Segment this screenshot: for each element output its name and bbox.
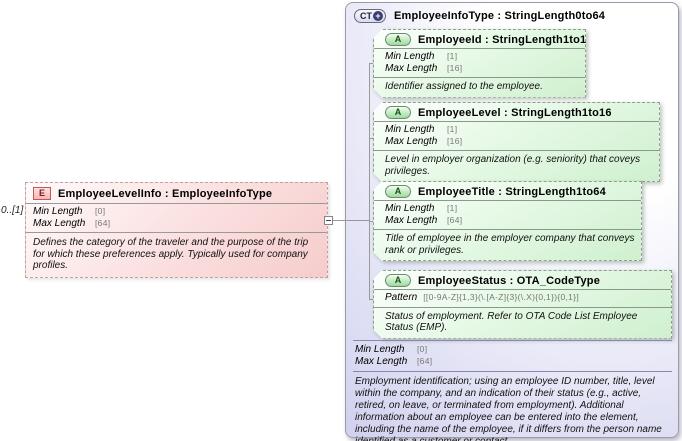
element-icon: E [33,187,51,200]
facet-row: Max Length [16] [385,136,652,148]
complextype-icon: CT + [354,9,386,23]
facet-label: Max Length [33,217,86,229]
facet-label: Max Length [385,135,438,147]
attribute-title: EmployeeLevel : StringLength1to16 [418,106,612,119]
attribute-title: EmployeeStatus : OTA_CodeType [418,274,601,287]
facet-label: Max Length [385,62,438,74]
complextype-box-employeeinfotype: CT + EmployeeInfoType : StringLength0to6… [345,2,679,441]
facet-label: Pattern [385,292,418,303]
facet-value: [16] [447,135,463,146]
attribute-box-employeestatus[interactable]: A EmployeeStatus : OTA_CodeType Pattern … [373,270,672,339]
facet-value: [1] [447,203,458,213]
attribute-box-employeetitle[interactable]: A EmployeeTitle : StringLength1to64 Min … [373,181,642,261]
connector-branch [369,63,374,64]
attribute-icon: A [385,33,411,46]
facet-value: [[0-9A-Z]{1,3}(\.[A-Z]{3}(\.X){0,1}){0,1… [423,292,580,302]
facet-row: Min Length [0] [33,206,320,218]
connector-branch [369,221,374,222]
facet-row: Max Length [64] [355,356,670,368]
facet-row: Max Length [64] [33,218,320,230]
attribute-description: Title of employee in the employer compan… [385,233,635,256]
facet-row: Max Length [64] [385,215,634,227]
complextype-header[interactable]: CT + EmployeeInfoType : StringLength0to6… [346,3,678,29]
facet-label: Min Length [385,203,435,214]
complextype-icon-label: CT [360,11,372,21]
facet-value: [64] [95,217,111,228]
attribute-icon: A [385,274,411,287]
facet-value: [1] [447,124,458,134]
facet-row: Min Length [1] [385,51,578,63]
attribute-icon: A [385,185,411,198]
connector-trunk [369,63,370,300]
complextype-title: EmployeeInfoType : StringLength0to64 [394,10,606,22]
plus-icon: + [373,11,383,21]
element-header: E EmployeeLevelInfo : EmployeeInfoType [26,183,327,203]
facet-row: Max Length [16] [385,63,578,75]
attribute-box-employeelevel[interactable]: A EmployeeLevel : StringLength1to16 Min … [373,102,660,182]
facet-value: [16] [447,62,463,73]
facet-label: Min Length [33,206,83,217]
facet-value: [64] [447,214,463,225]
collapse-toggle-button[interactable] [324,216,333,225]
element-description: Defines the category of the traveler and… [33,237,309,271]
element-facets: Min Length [0] Max Length [64] [26,203,327,233]
facet-value: [1] [447,51,458,61]
connector-main [333,220,369,221]
facet-label: Max Length [355,355,408,367]
facet-label: Min Length [355,344,405,355]
attribute-icon: A [385,106,411,119]
element-title: EmployeeLevelInfo : EmployeeInfoType [58,187,273,200]
facet-row: Min Length [1] [385,124,652,136]
attribute-title: EmployeeId : StringLength1to16 [418,33,593,46]
attribute-description: Identifier assigned to the employee. [385,81,543,92]
facet-label: Min Length [385,124,435,135]
facet-row: Min Length [1] [385,203,634,215]
minus-icon [326,220,331,221]
facet-label: Min Length [385,51,435,62]
facet-value: [0] [417,344,428,354]
facet-value: [64] [417,355,433,366]
connector-branch [369,138,374,139]
complextype-footer: Min Length [0] Max Length [64] Employmen… [353,340,672,441]
element-box-employeelevelinfo[interactable]: E EmployeeLevelInfo : EmployeeInfoType M… [25,182,328,278]
attribute-description: Level in employer organization (e.g. sen… [385,154,641,177]
attribute-title: EmployeeTitle : StringLength1to64 [418,185,606,198]
cardinality-label: 0..[1] [1,205,24,216]
complextype-description: Employment identification; using an empl… [355,376,662,441]
facet-value: [0] [95,206,106,216]
attribute-description: Status of employment. Refer to OTA Code … [385,310,638,333]
connector-branch [369,299,374,300]
facet-row: Pattern [[0-9A-Z]{1,3}(\.[A-Z]{3}(\.X){0… [385,292,664,304]
facet-label: Max Length [385,214,438,226]
attribute-box-employeeid[interactable]: A EmployeeId : StringLength1to16 Min Len… [373,29,586,98]
facet-row: Min Length [0] [355,344,670,356]
